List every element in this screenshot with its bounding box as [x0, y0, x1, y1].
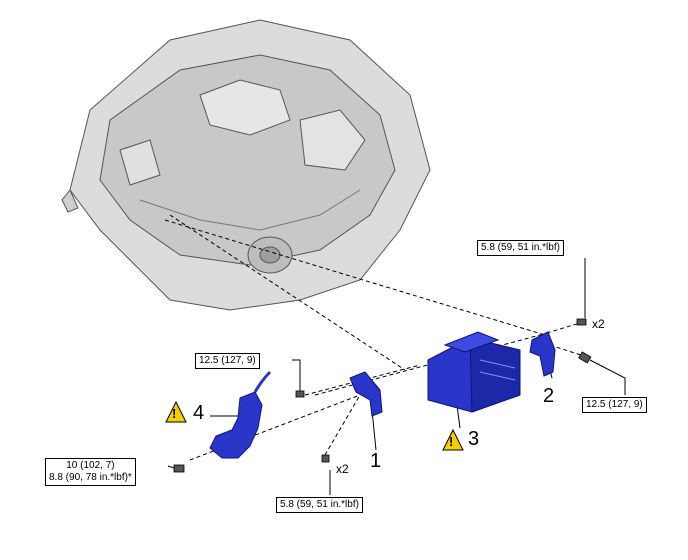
- callout-number: 3: [468, 428, 480, 450]
- ecu-part: [427, 331, 521, 413]
- torque-label: 12.5 (127, 9): [195, 353, 260, 369]
- torque-line: 8.8 (90, 78 in.*lbf)*: [49, 472, 132, 483]
- torque-label: 12.5 (127, 9): [582, 397, 647, 413]
- bolt-icon: [295, 390, 305, 398]
- bolt-icon: [321, 454, 330, 463]
- bolt-icon: [576, 318, 587, 326]
- bolt-icon: [173, 464, 185, 473]
- callout-number: 2: [543, 385, 555, 407]
- quantity-label: x2: [336, 462, 349, 476]
- warning-mark: !: [449, 434, 454, 449]
- torque-label: 5.8 (59, 51 in.*lbf): [477, 240, 564, 256]
- torque-label-double: 10 (102, 7) 8.8 (90, 78 in.*lbf)*: [45, 458, 136, 486]
- bracket-part-1: [349, 371, 383, 417]
- torque-label: 5.8 (59, 51 in.*lbf): [276, 497, 363, 513]
- bolt-icon: [578, 351, 592, 364]
- transaxle-assembly: [61, 19, 431, 311]
- bolts: [173, 318, 592, 473]
- torque-line: 10 (102, 7): [66, 460, 115, 471]
- bracket-part-2: [529, 331, 556, 377]
- callout-number: 1: [370, 450, 382, 472]
- quantity-label: x2: [592, 317, 605, 331]
- sensor-part-4: [209, 370, 272, 459]
- callout-number: 4: [193, 402, 205, 424]
- warning-mark: !: [172, 406, 177, 421]
- warning-icon: [165, 400, 187, 423]
- warning-icon: [442, 428, 464, 451]
